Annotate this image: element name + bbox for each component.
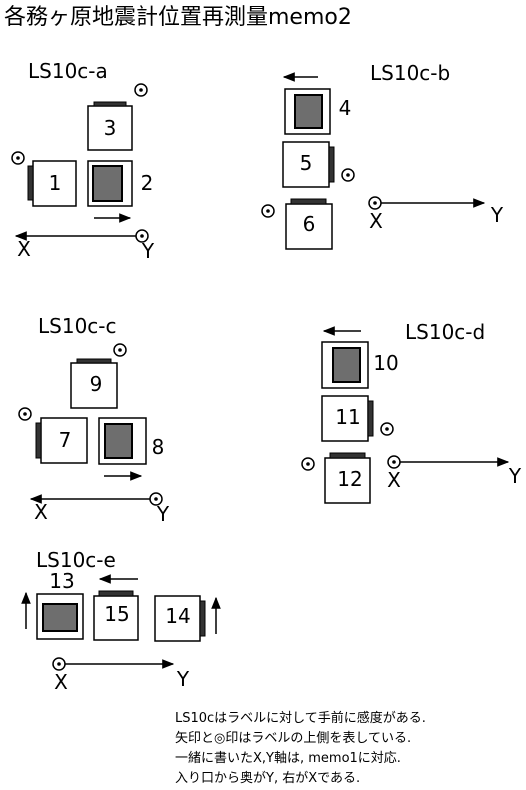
sensor-box: 13 — [36, 569, 84, 640]
box-number: 15 — [104, 602, 129, 626]
sensor-box: 2 — [87, 160, 154, 207]
target-icon — [368, 196, 382, 210]
box-number: 1 — [49, 171, 62, 195]
target-icon — [18, 407, 32, 421]
target-icon — [11, 151, 25, 165]
x-axis-label: X — [369, 209, 383, 233]
note-line: LS10cはラベルに対して手前に感度がある. — [175, 710, 426, 726]
box-number: 5 — [300, 151, 313, 175]
group-b-label: LS10c-b — [370, 61, 450, 85]
box-number: 3 — [104, 116, 117, 140]
note-line: 矢印と◎印はラベルの上側を表している. — [175, 731, 411, 746]
group-a: LS10c-a 3 1 2 — [11, 59, 155, 263]
note-line: 入り口から奥がY, 右がXである. — [175, 771, 360, 786]
target-icon — [149, 492, 163, 506]
note-line: 一緒に書いたX,Y軸は, memo1に対応. — [175, 751, 401, 766]
group-e-label: LS10c-e — [36, 548, 116, 572]
sensor-box: 3 — [87, 101, 133, 151]
box-number: 11 — [335, 405, 360, 429]
sensor-box: 15 — [93, 590, 139, 641]
group-d: LS10c-d 10 11 12 — [301, 320, 522, 504]
box-number: 14 — [165, 604, 190, 628]
target-icon — [261, 204, 275, 218]
group-b: LS10c-b 4 5 6 — [261, 61, 504, 250]
target-icon — [301, 457, 315, 471]
sensor-box: 7 — [35, 417, 88, 464]
box-number: 10 — [373, 351, 398, 375]
box-number: 4 — [339, 96, 352, 120]
x-axis-label: X — [387, 468, 401, 492]
group-a-label: LS10c-a — [28, 59, 108, 83]
y-axis-label: Y — [141, 239, 155, 263]
target-icon — [134, 83, 148, 97]
box-number: 13 — [49, 569, 74, 593]
y-axis-label: Y — [508, 464, 522, 488]
sensor-box: 4 — [284, 88, 352, 135]
x-axis-label: X — [34, 500, 48, 524]
sensor-box: 10 — [321, 341, 399, 389]
target-icon — [135, 229, 149, 243]
sensor-box: 9 — [70, 358, 118, 409]
y-axis-label: Y — [156, 502, 170, 526]
notes: LS10cはラベルに対して手前に感度がある. 矢印と◎印はラベルの上側を表してい… — [175, 710, 426, 786]
x-axis-label: X — [54, 670, 68, 694]
sensor-box: 11 — [321, 395, 374, 442]
group-c: LS10c-c 9 7 8 — [18, 314, 170, 526]
target-icon — [380, 422, 394, 436]
sensor-box: 14 — [154, 595, 206, 642]
sensor-box: 8 — [98, 417, 165, 465]
sensor-box: 1 — [27, 160, 77, 207]
box-number: 7 — [59, 428, 72, 452]
x-axis-label: X — [17, 237, 31, 261]
group-e: LS10c-e 13 15 14 X Y — [21, 548, 221, 694]
y-axis-label: Y — [176, 667, 190, 691]
y-axis-label: Y — [490, 203, 504, 227]
target-icon — [387, 455, 401, 469]
box-number: 12 — [337, 467, 362, 491]
target-icon — [113, 343, 127, 357]
box-number: 2 — [141, 171, 154, 195]
target-icon — [52, 657, 66, 671]
group-d-label: LS10c-d — [405, 320, 485, 344]
group-c-label: LS10c-c — [38, 314, 117, 338]
page-title: 各務ヶ原地震計位置再測量memo2 — [4, 5, 352, 30]
sensor-box: 12 — [324, 452, 371, 504]
sensor-box: 5 — [282, 141, 335, 188]
target-icon — [341, 168, 355, 182]
box-number: 6 — [303, 212, 316, 236]
sensor-box: 6 — [285, 198, 333, 250]
box-number: 9 — [90, 372, 103, 396]
box-number: 8 — [152, 435, 165, 459]
